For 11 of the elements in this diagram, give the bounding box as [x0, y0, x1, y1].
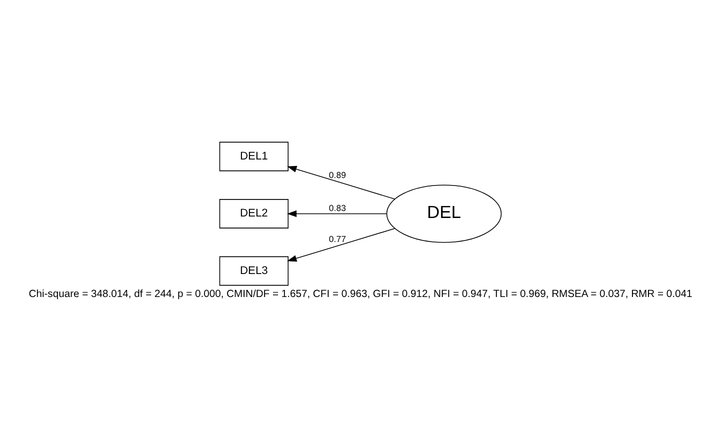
caption: Chi-square = 348.014, df = 244, p = 0.000, CMIN/DF = 1.657, CFI = 0.963, GFI = 0.912, NFI = 0.947, TLI = 0.969, RMSEA = 0.037, RMR = 0.041 [28, 288, 692, 300]
node-box: DEL1 [219, 141, 289, 171]
edge-label: 0.83 [328, 202, 346, 213]
edge-label: 0.89 [328, 169, 346, 180]
arrow [287, 228, 396, 262]
node-ellipse: DEL [386, 184, 502, 242]
edge-label: 0.77 [328, 234, 346, 244]
node-box: DEL2 [219, 198, 289, 228]
arrow [287, 210, 388, 217]
arrow [287, 165, 396, 199]
node-box: DEL3 [219, 256, 289, 286]
